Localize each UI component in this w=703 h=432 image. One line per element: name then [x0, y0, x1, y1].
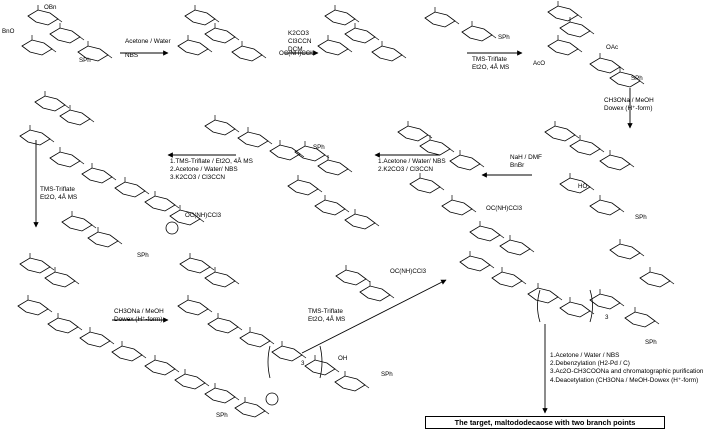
glycosyl-donor — [335, 264, 395, 302]
target-product-box: The target, maltododecaose with two bran… — [425, 416, 665, 429]
condition-line: 1.TMS-Triflate / Et2O, 4Å MS — [170, 158, 253, 165]
label-sph-7: SPh — [645, 339, 657, 346]
condition-line: Cl3CCN — [288, 38, 312, 46]
label-sph-3: SPh — [631, 75, 643, 82]
condition-line: NBS — [125, 52, 139, 60]
label-bno: BnO — [2, 28, 15, 35]
synthesis-scheme — [17, 0, 675, 418]
label-sph-8: SPh — [216, 412, 228, 419]
condition-line: TMS-Triflate — [472, 56, 507, 63]
conditions-step-2: K2CO3 Cl3CCN DCM — [288, 30, 311, 55]
condition-line: CH3ONa / MeOH — [114, 308, 164, 315]
condition-line: NaH / DMF — [510, 154, 542, 161]
label-sph-5: SPh — [313, 144, 325, 151]
condition-line: 3.Ac2O-CH3COONa and chromatographic puri… — [550, 368, 703, 376]
acceptor-glycoside — [424, 6, 497, 42]
label-sph-6: SPh — [381, 371, 393, 378]
compound-5 — [544, 120, 635, 216]
label-repeat-index-1: 3 — [301, 360, 305, 367]
compound-3 — [317, 4, 407, 62]
condition-line: BnBr — [510, 162, 525, 170]
condition-line: Dowex (H⁺-form) — [114, 316, 163, 324]
compound-11 — [177, 252, 370, 392]
compound-4 — [547, 0, 645, 88]
conditions-step-7: 1.TMS-Triflate / Et2O, 4Å MS 2.Acetone /… — [170, 158, 253, 183]
label-leaving-group-3: OC(NH)CCl3 — [185, 212, 222, 219]
condition-line: DCM — [288, 46, 303, 54]
label-leaving-group-1: OC(NH)CCl3 — [279, 50, 316, 57]
condition-line: 2.K2CO3 / Cl3CCN — [378, 166, 434, 174]
label-sph-2: SPh — [498, 34, 510, 41]
condition-line: 2.Acetone / Water/ NBS — [170, 166, 238, 174]
compound-8 — [204, 114, 305, 161]
condition-line: 1.Acetone / Water/ NBS — [378, 158, 446, 165]
label-oh: OH — [338, 355, 348, 362]
compound-2 — [177, 4, 267, 62]
compound-10 — [17, 252, 279, 418]
donor-glycoside — [61, 210, 179, 248]
label-sph-1: SPh — [79, 57, 91, 64]
condition-line: Acetone / Water — [125, 38, 171, 45]
conditions-step-5: NaH / DMF BnBr — [510, 154, 542, 170]
condition-line: Et2O, 4Å MS — [40, 194, 78, 202]
conditions-step-11: 1.Acetone / Water / NBS 2.Debenzylation … — [550, 352, 703, 385]
condition-line: Dowex (H⁺-form) — [604, 105, 653, 113]
compound-1 — [21, 4, 113, 62]
conditions-step-4: CH3ONa / MeOH Dowex (H⁺-form) — [604, 97, 654, 113]
label-sph-4: SPh — [635, 214, 647, 221]
reaction-arrows — [33, 50, 633, 414]
condition-line: Et2O, 4Å MS — [472, 64, 510, 72]
label-aco: AcO — [533, 60, 546, 67]
label-leaving-group-2: OC(NH)CCl3 — [486, 205, 523, 212]
conditions-step-9: CH3ONa / MeOH Dowex (H⁺-form) — [114, 308, 164, 324]
label-obn: OBn — [44, 4, 57, 11]
conditions-step-3: TMS-Triflate Et2O, 4Å MS — [472, 56, 509, 72]
arrow-10 — [301, 279, 447, 354]
condition-line: TMS-Triflate — [308, 308, 343, 315]
label-leaving-group-4: OC(NH)CCl3 — [390, 268, 427, 275]
label-oac: OAc — [606, 44, 619, 51]
condition-line: 1.Acetone / Water / NBS — [550, 352, 620, 359]
conditions-step-6: 1.Acetone / Water/ NBS 2.K2CO3 / Cl3CCN — [378, 158, 446, 174]
label-repeat-index-2: 3 — [605, 314, 609, 321]
condition-line: TMS-Triflate — [40, 186, 75, 193]
condition-line: 2.Debenzylation (H2-Pd / C) — [550, 360, 630, 368]
conditions-step-10: TMS-Triflate Et2O, 4Å MS — [308, 308, 345, 324]
condition-line: 3.K2CO3 / Cl3CCN — [170, 174, 226, 182]
conditions-step-8: TMS-Triflate Et2O, 4Å MS — [40, 186, 77, 202]
compound-7 — [287, 140, 380, 230]
condition-line: K2CO3 — [288, 30, 309, 37]
label-sph-9: SPh — [137, 252, 149, 259]
condition-line: Et2O, 4Å MS — [308, 316, 346, 324]
label-ho: HO — [578, 183, 588, 190]
condition-line: 4.Deacetylation (CH3ONa / MeOH-Dowex (H⁺… — [550, 376, 699, 384]
conditions-step-1: Acetone / Water NBS — [125, 38, 171, 60]
compound-12 — [459, 220, 675, 328]
condition-line: CH3ONa / MeOH — [604, 97, 654, 104]
